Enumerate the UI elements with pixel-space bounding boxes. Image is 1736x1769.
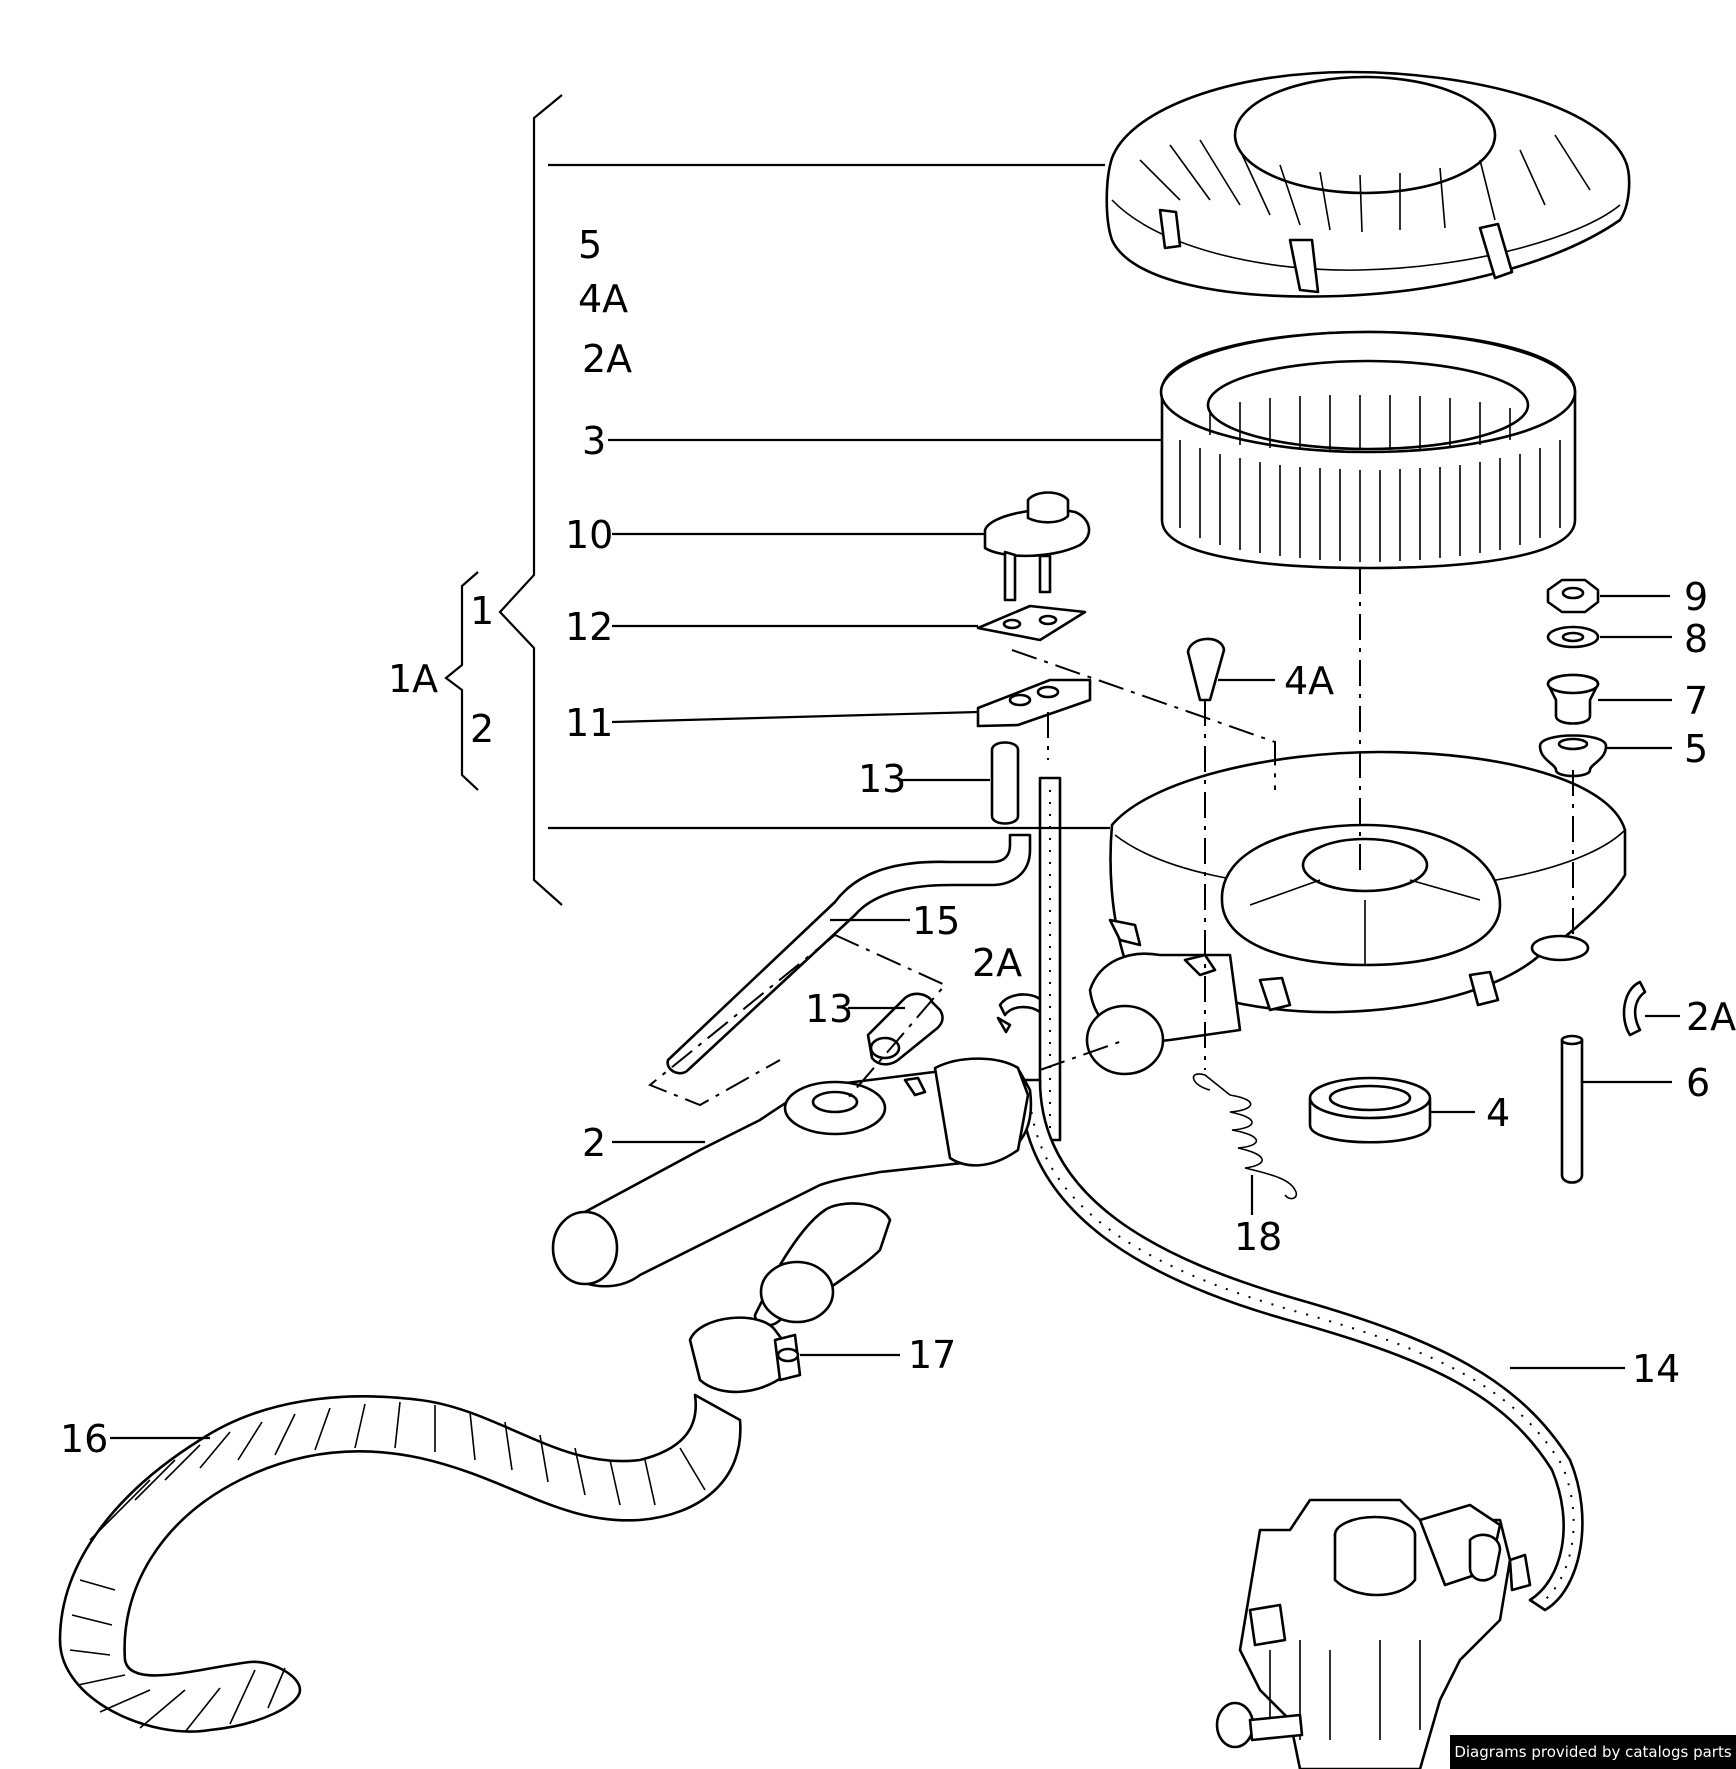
assembly-bracket-1: [498, 94, 563, 906]
callout-5-right: 5: [1684, 727, 1708, 771]
air-cleaner-housing: [1085, 750, 1627, 1076]
assembly-line-a: [1011, 649, 1276, 790]
callout-8: 8: [1684, 617, 1708, 661]
callout-9: 9: [1684, 575, 1708, 619]
callout-12: 12: [565, 605, 613, 649]
air-cleaner-cover: [1105, 70, 1631, 298]
part-2-intake-snorkel: [551, 1057, 1033, 1327]
part-14-hose: [1018, 1078, 1584, 1612]
assembly-line-h: [1039, 1039, 1126, 1071]
callout-6: 6: [1686, 1061, 1710, 1105]
callout-18: 18: [1234, 1215, 1282, 1259]
callout-16: 16: [60, 1417, 108, 1461]
callout-2a-middle: 2A: [972, 941, 1022, 985]
callout-15: 15: [912, 899, 960, 943]
diagram-credit-text: Diagrams provided by catalogs parts: [1454, 1743, 1732, 1761]
diagram-credit-banner: Diagrams provided by catalogs parts: [1450, 1735, 1736, 1769]
callout-2a-right: 2A: [1686, 995, 1736, 1039]
callout-2a-top: 2A: [582, 337, 632, 381]
part-17-hose-clamp: [688, 1316, 802, 1394]
callout-1: 1: [470, 589, 494, 633]
part-2a-middle-clip: [996, 993, 1047, 1034]
callout-2: 2: [470, 707, 494, 751]
callout-13-top: 13: [858, 757, 906, 801]
carburetor: [1215, 1498, 1532, 1769]
callout-5-top: 5: [578, 223, 602, 267]
part-6-tube: [1560, 1038, 1584, 1184]
assembly-bracket-1a: [444, 571, 479, 791]
part-9-nut-hole: [1561, 586, 1585, 600]
part-2a-right-clip: [1622, 980, 1647, 1037]
part-5-grommet: [1538, 734, 1608, 778]
callout-13-middle: 13: [805, 987, 853, 1031]
callout-11: 11: [565, 701, 613, 745]
part-18-spring: [1192, 1073, 1298, 1200]
assembly-line-f: [834, 934, 947, 1099]
callout-10: 10: [565, 513, 613, 557]
part-12-gasket: [976, 604, 1087, 642]
part-5-grommet-hole: [1557, 737, 1589, 751]
assembly-line-g: [648, 934, 836, 1107]
callout-3: 3: [582, 419, 606, 463]
part-8-washer-hole: [1561, 631, 1585, 643]
part-10-switch: [983, 491, 1091, 602]
callout-7: 7: [1684, 679, 1708, 723]
leader-lines: [110, 163, 1680, 1440]
part-11-bracket: [976, 678, 1092, 728]
part-13-middle-hose-end: [869, 1036, 901, 1060]
filter-element: [1159, 330, 1577, 570]
callout-14: 14: [1632, 1347, 1680, 1391]
callout-2-main: 2: [582, 1121, 606, 1165]
part-4-seal-ring: [1308, 1076, 1432, 1144]
callout-4a-top: 4A: [578, 277, 628, 321]
callout-4: 4: [1486, 1091, 1510, 1135]
callout-17: 17: [908, 1333, 956, 1377]
part-4a-clip: [1186, 637, 1226, 702]
callout-1a: 1A: [388, 657, 438, 701]
part-6-tube-top: [1560, 1034, 1584, 1046]
part-13-top-hose: [990, 741, 1020, 825]
callout-4a-middle: 4A: [1284, 659, 1334, 703]
part-7-bushing-top: [1546, 673, 1600, 695]
part-16-corrugated-hose: [58, 1393, 742, 1733]
